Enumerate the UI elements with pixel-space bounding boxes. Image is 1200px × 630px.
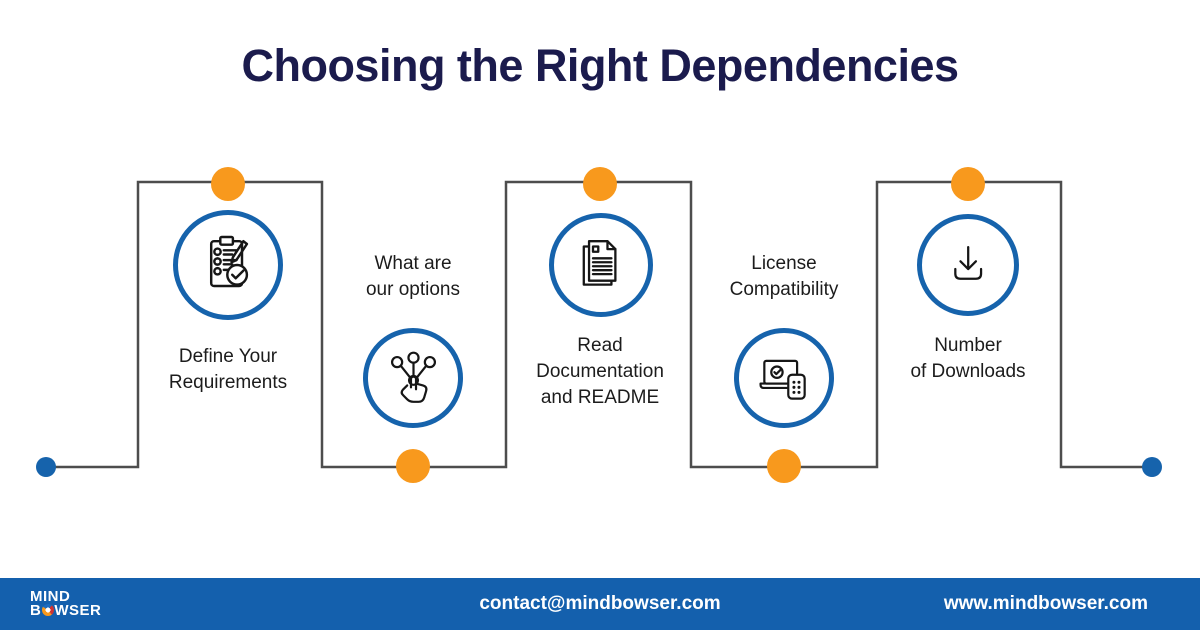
step-4-circle (734, 328, 834, 428)
logo-line-1: MIND (30, 588, 71, 605)
website-url: www.mindbowser.com (943, 593, 1148, 614)
step-1-label: Define Your Requirements (168, 346, 288, 393)
step-2-label: What are our options (365, 253, 460, 300)
step-1-circle (173, 210, 283, 320)
step-5-label: Number of Downloads (910, 335, 1026, 382)
end-dot (1142, 457, 1162, 477)
step-5-circle (917, 214, 1019, 316)
milestone-dot-1 (211, 167, 245, 201)
logo-swirl-o-icon (41, 604, 54, 616)
options-icon (390, 351, 436, 403)
step-3-label: Read Documentation and README (536, 335, 664, 408)
documentation-icon (582, 240, 617, 286)
license-icon (758, 359, 806, 400)
milestone-dot-3 (583, 167, 617, 201)
contact-email: contact@mindbowser.com (479, 593, 721, 614)
milestone-dot-2 (396, 449, 430, 483)
downloads-icon (953, 245, 982, 280)
milestone-dot-4 (767, 449, 801, 483)
step-4-label: License Compatibility (729, 253, 839, 300)
start-dot (36, 457, 56, 477)
milestone-dot-5 (951, 167, 985, 201)
checklist-icon (209, 235, 249, 288)
step-2-circle (363, 328, 463, 428)
page-title: Choosing the Right Dependencies (241, 40, 959, 91)
step-3-circle (549, 213, 653, 317)
